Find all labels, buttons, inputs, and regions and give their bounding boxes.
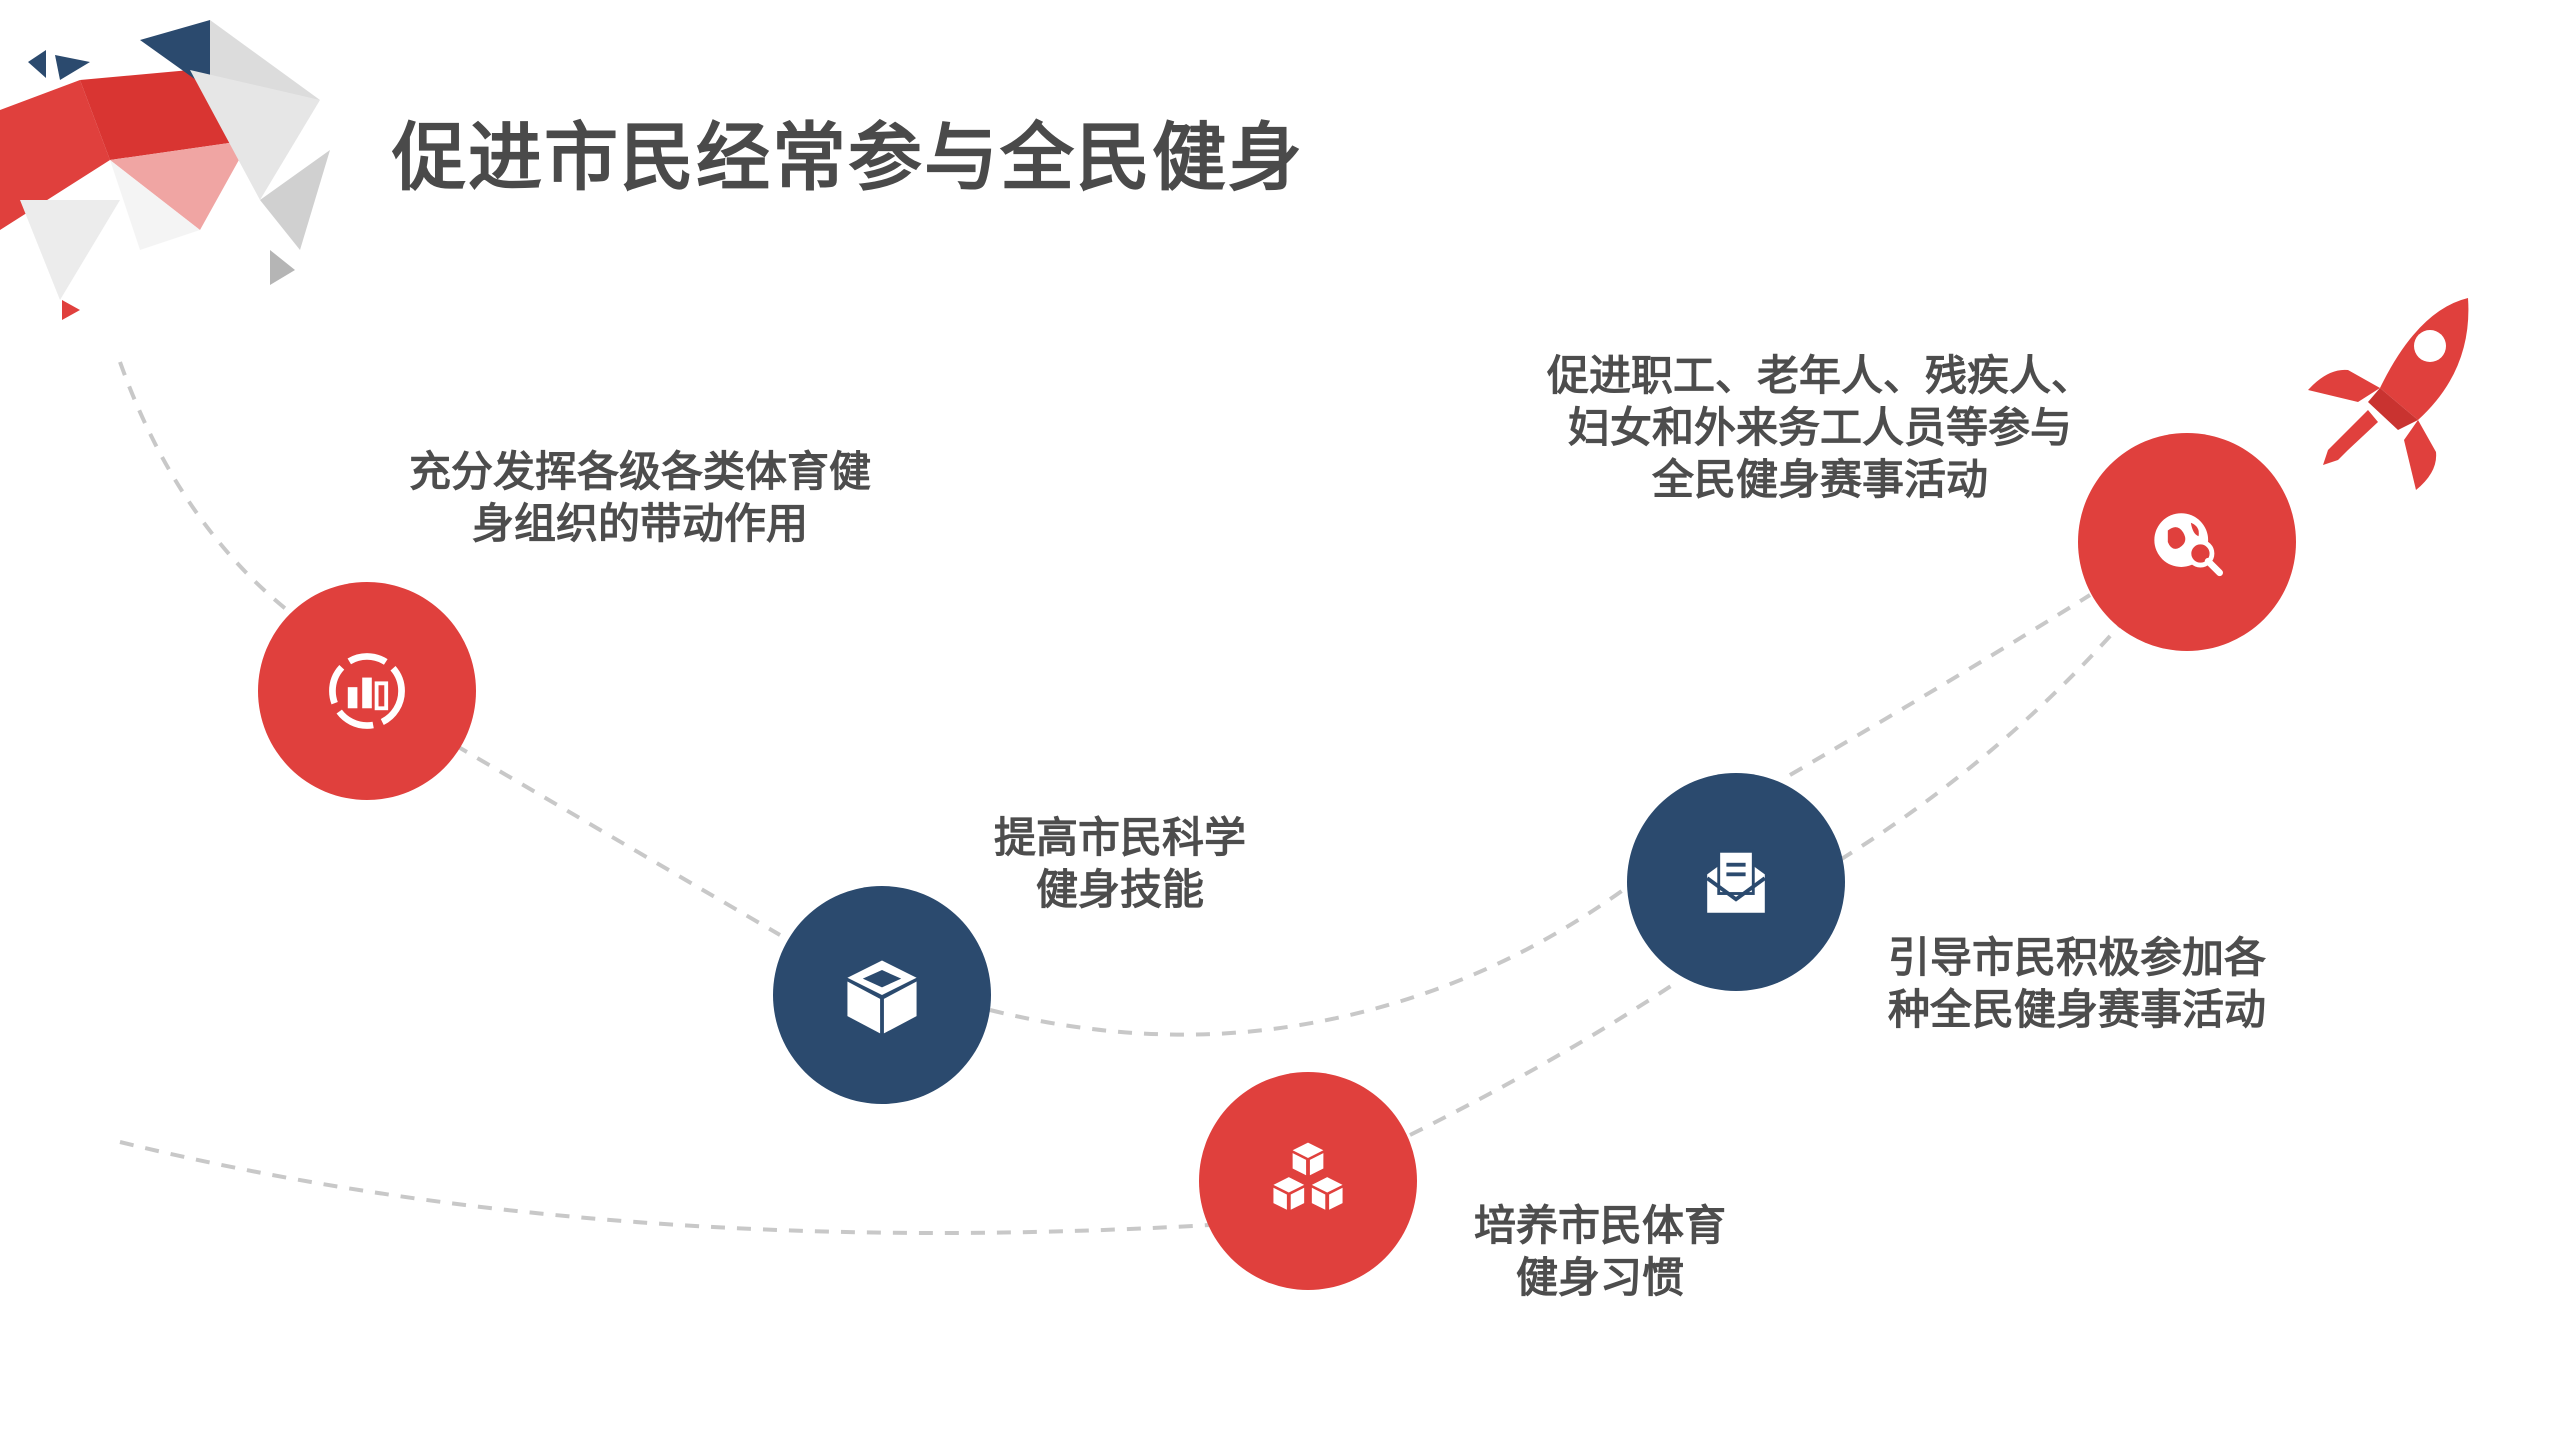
step-node-events (1627, 773, 1845, 991)
stacked-cubes-icon (1273, 1142, 1343, 1210)
step-label-skills: 提高市民科学 健身技能 (993, 813, 1246, 914)
chart-ring-icon (329, 653, 405, 729)
step-node-skills (773, 886, 991, 1104)
step-node-habits (1199, 1072, 1417, 1290)
step-label-groups: 促进职工、老年人、残疾人、 妇女和外来务工人员等参与 全民健身赛事活动 (1546, 351, 2093, 504)
cube-icon (847, 960, 917, 1034)
mail-document-icon (1706, 849, 1766, 913)
step-label-habits: 培养市民体育 健身习惯 (1473, 1201, 1726, 1302)
rocket-icon (2308, 298, 2469, 490)
step-node-organizations (258, 582, 476, 800)
corner-triangles-decoration (0, 20, 330, 320)
step-label-events: 引导市民积极参加各 种全民健身赛事活动 (1888, 933, 2267, 1034)
step-node-groups (2078, 433, 2296, 651)
step-label-organizations: 充分发挥各级各类体育健 身组织的带动作用 (408, 447, 871, 548)
page-title: 促进市民经常参与全民健身 (392, 115, 1304, 201)
globe-search-icon (2154, 513, 2223, 577)
